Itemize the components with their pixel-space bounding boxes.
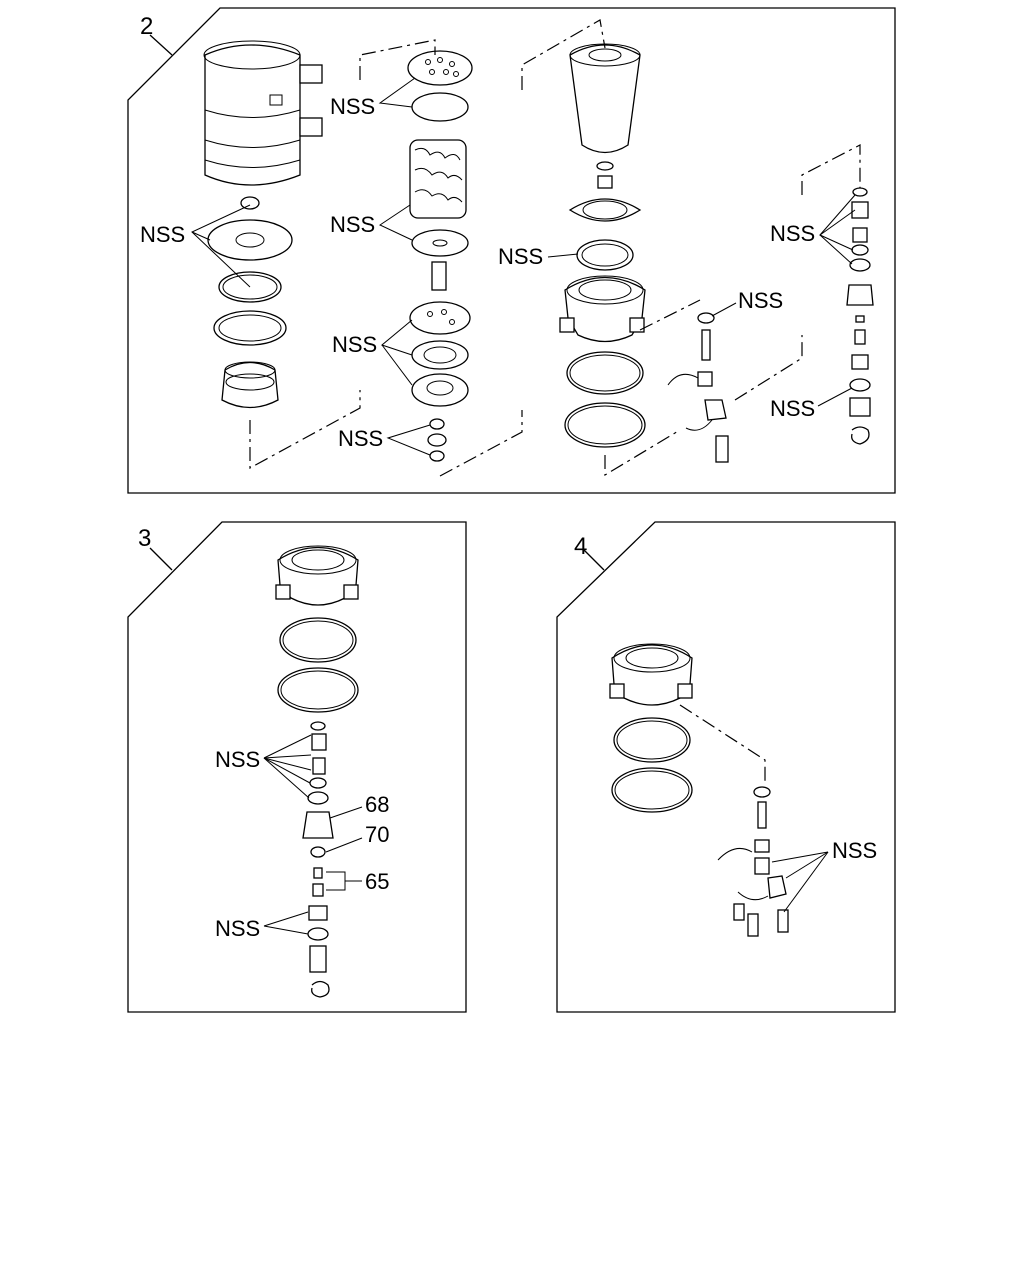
leader-panel-4 — [679, 704, 766, 782]
right-fitting-stack — [846, 187, 874, 445]
panel-2-number: 2 — [140, 13, 153, 40]
panel-3: 3 NSS — [127, 521, 467, 1013]
callout-nss-5: NSS — [338, 424, 431, 456]
filter-head — [275, 545, 359, 606]
filter-housing — [203, 40, 323, 186]
panel-2-frame — [127, 7, 896, 494]
o-ring-large — [611, 767, 693, 813]
sensor-fittings-stack — [667, 312, 729, 463]
callout-65: 65 — [326, 869, 389, 894]
callout-nss-1: NSS — [140, 204, 251, 288]
filter-head-stack — [559, 43, 646, 448]
o-ring-large — [613, 717, 691, 763]
callout-70: 70 — [325, 822, 389, 853]
nss-label: NSS — [338, 426, 383, 451]
nss-label: NSS — [330, 94, 375, 119]
ref-70-label: 70 — [365, 822, 389, 847]
callout-nss-12: NSS — [771, 838, 877, 913]
panel-4-number-leader — [583, 549, 605, 571]
leader-top-right — [801, 144, 861, 195]
leader-bottom-left — [249, 390, 361, 470]
panel-4-frame — [556, 521, 896, 1013]
panel-4: 4 NSS — [556, 521, 896, 1013]
leader-bottom-center — [439, 410, 523, 477]
panel-2: 2 — [127, 7, 896, 494]
filter-head — [609, 643, 693, 706]
panel-3-number-leader — [149, 547, 173, 571]
callout-nss-7: NSS — [711, 288, 783, 317]
panel-3-frame — [127, 521, 467, 1013]
part-70 — [310, 846, 326, 858]
nss-label: NSS — [215, 916, 260, 941]
leader-sensor-right — [734, 335, 803, 401]
callout-nss-2: NSS — [330, 77, 416, 119]
filter-element-stack — [407, 50, 473, 462]
nss-label: NSS — [832, 838, 877, 863]
sensor-fittings-stack — [717, 786, 789, 937]
nss-label: NSS — [332, 332, 377, 357]
ref-68-label: 68 — [365, 792, 389, 817]
callout-nss-11: NSS — [215, 911, 309, 941]
callout-68: 68 — [329, 792, 389, 819]
panel-3-number: 3 — [138, 525, 151, 552]
cover-plate-stack — [207, 196, 293, 409]
callout-nss-10: NSS — [215, 734, 312, 799]
leader-sensor-top — [639, 299, 701, 331]
nss-label: NSS — [738, 288, 783, 313]
o-ring-large — [277, 667, 359, 713]
o-ring-large — [279, 617, 357, 663]
panel-2-number-leader — [149, 34, 173, 56]
nss-label: NSS — [215, 747, 260, 772]
panel-4-number: 4 — [574, 533, 587, 560]
callout-nss-6: NSS — [498, 244, 579, 269]
part-68 — [302, 811, 334, 839]
nss-label: NSS — [330, 212, 375, 237]
callout-nss-3: NSS — [330, 204, 413, 241]
nss-label: NSS — [498, 244, 543, 269]
callout-nss-9: NSS — [770, 387, 853, 421]
valve-stack — [302, 721, 334, 998]
callout-nss-4: NSS — [332, 319, 413, 386]
leader-top-center — [521, 19, 606, 90]
nss-label: NSS — [770, 221, 815, 246]
leader-top-left — [359, 39, 436, 80]
nss-label: NSS — [140, 222, 185, 247]
ref-65-label: 65 — [365, 869, 389, 894]
nss-label: NSS — [770, 396, 815, 421]
callout-nss-8: NSS — [770, 194, 856, 265]
leader-bottom-right — [604, 429, 681, 477]
